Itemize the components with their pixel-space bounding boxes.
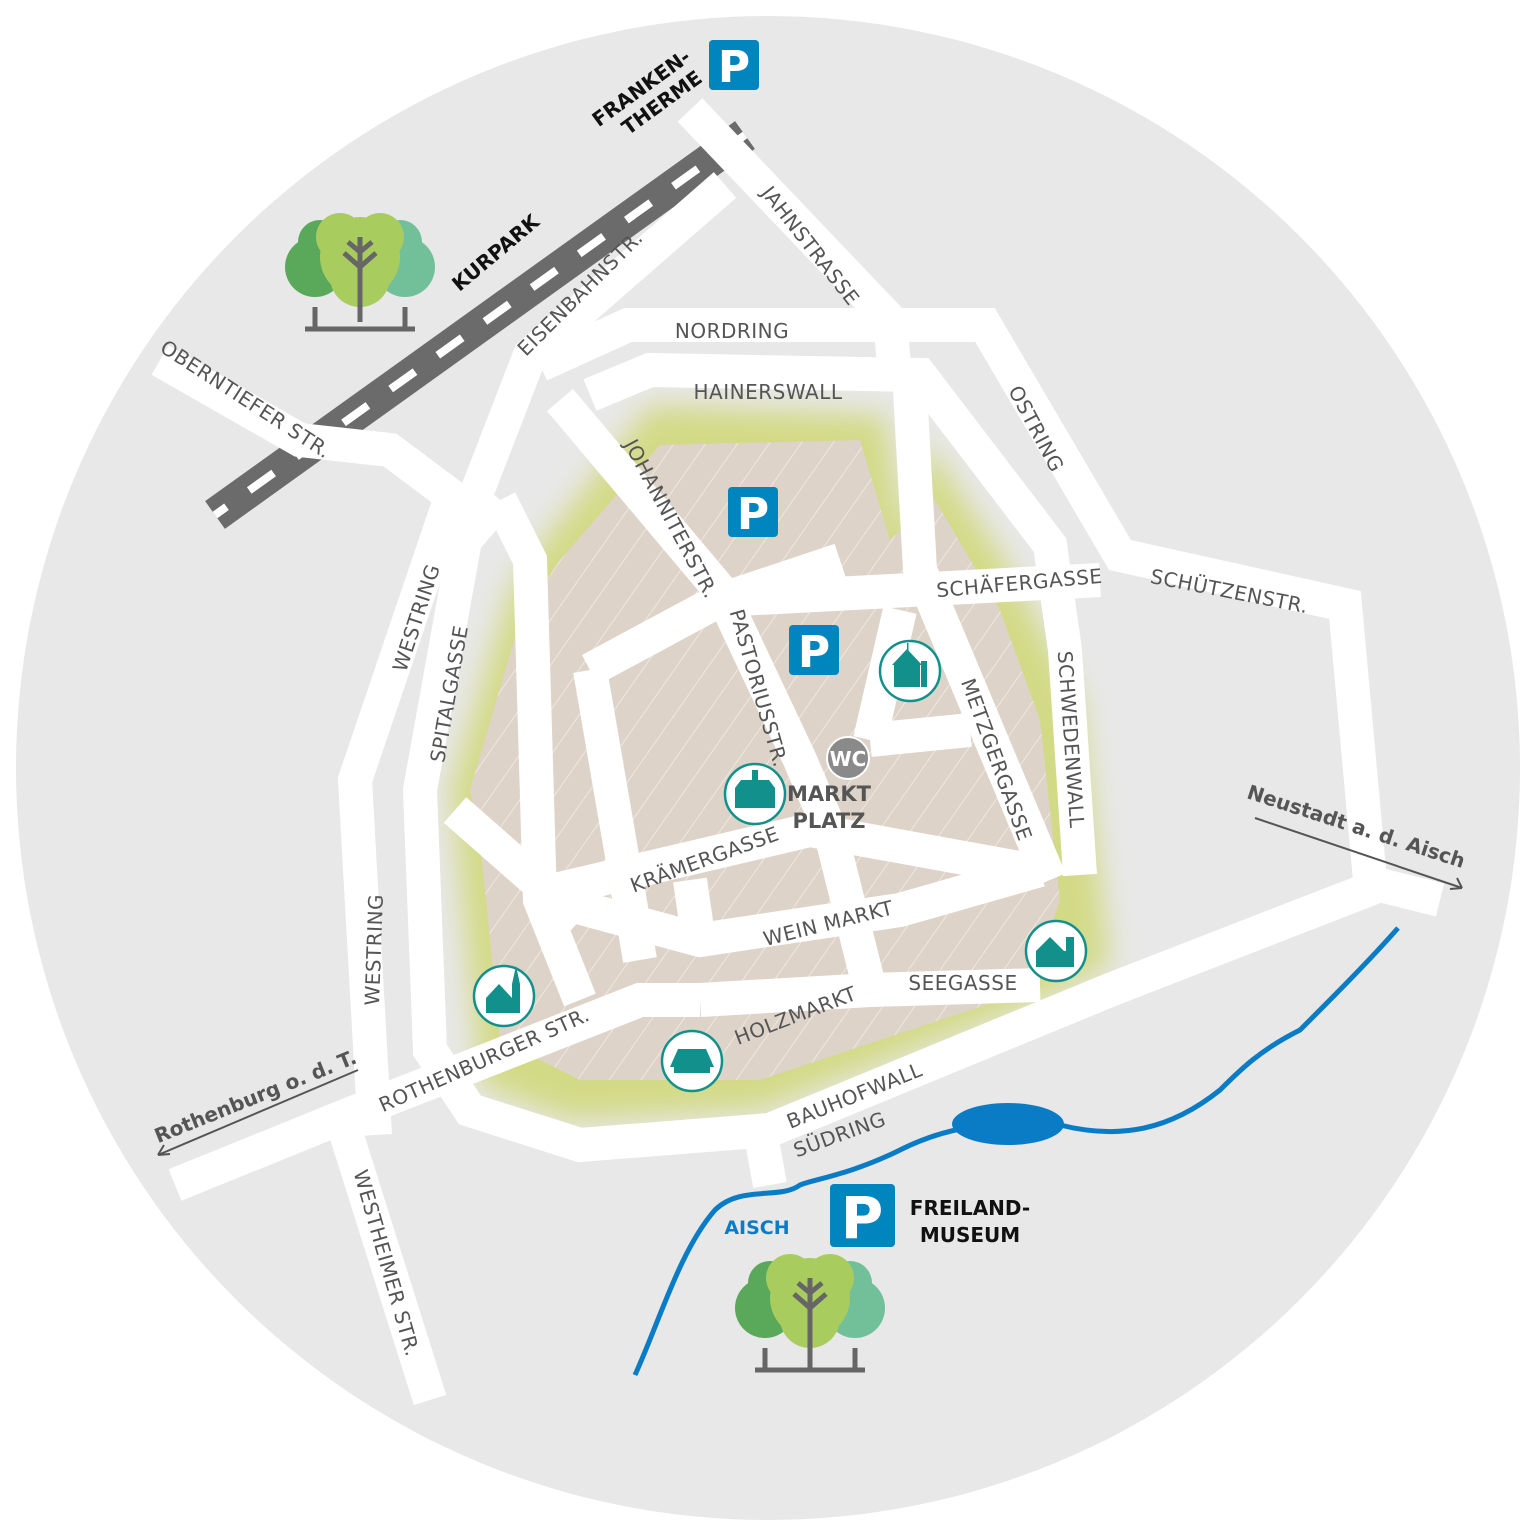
label-nordring: NORDRING: [675, 319, 789, 343]
parking-frankentherme[interactable]: P: [709, 40, 759, 93]
parking-icon: [789, 625, 839, 675]
parking-icon: [709, 40, 759, 90]
arrow-right-icon: [1254, 817, 1463, 890]
label-seegasse: SEEGASSE: [908, 971, 1017, 995]
wc-marker[interactable]: WC: [826, 736, 870, 780]
label-westring-south: WESTRING: [360, 894, 388, 1006]
parking-icon: [728, 487, 778, 537]
arrow-left-icon: [157, 1069, 359, 1156]
river-aisch: [632, 926, 1400, 1377]
label-freilandmuseum-1: FREILAND-: [910, 1196, 1030, 1220]
parking-letter: P: [718, 42, 750, 93]
parking-letter: P: [841, 1184, 884, 1252]
wc-icon: [826, 736, 870, 780]
chapel-icon: [1036, 937, 1074, 967]
parking-freilandmuseum[interactable]: P: [830, 1184, 895, 1252]
label-freilandmuseum-2: MUSEUM: [920, 1223, 1020, 1247]
parking-pastorius[interactable]: P: [789, 625, 839, 678]
parking-johanniter[interactable]: P: [728, 487, 778, 540]
label-marktplatz-2: PLATZ: [793, 809, 866, 833]
landmark-church[interactable]: [472, 964, 536, 1028]
tree-icon-freilandmuseum: [735, 1254, 885, 1373]
farmhouse-museum-icon: [670, 1049, 714, 1073]
town-hall-icon: [735, 770, 775, 808]
label-river-aisch: AISCH: [724, 1217, 789, 1239]
label-marktplatz-1: MARKT: [787, 782, 872, 806]
label-hainerswall: HAINERSWALL: [694, 380, 843, 404]
parking-icon: [830, 1184, 895, 1247]
landmark-farmhouse-museum[interactable]: [660, 1029, 724, 1093]
tree-icon-kurpark: [285, 213, 435, 332]
road-network: [151, 98, 1445, 1406]
church-icon: [486, 966, 520, 1013]
parking-letter: P: [737, 489, 769, 540]
landmark-chapel[interactable]: [1024, 919, 1088, 983]
lake: [952, 1103, 1064, 1145]
parking-letter: P: [798, 627, 830, 678]
wc-text: WC: [830, 747, 867, 771]
gate-tower-icon: [892, 643, 927, 687]
landmark-gate-tower[interactable]: [878, 639, 942, 703]
landmark-town-hall[interactable]: [723, 762, 787, 826]
